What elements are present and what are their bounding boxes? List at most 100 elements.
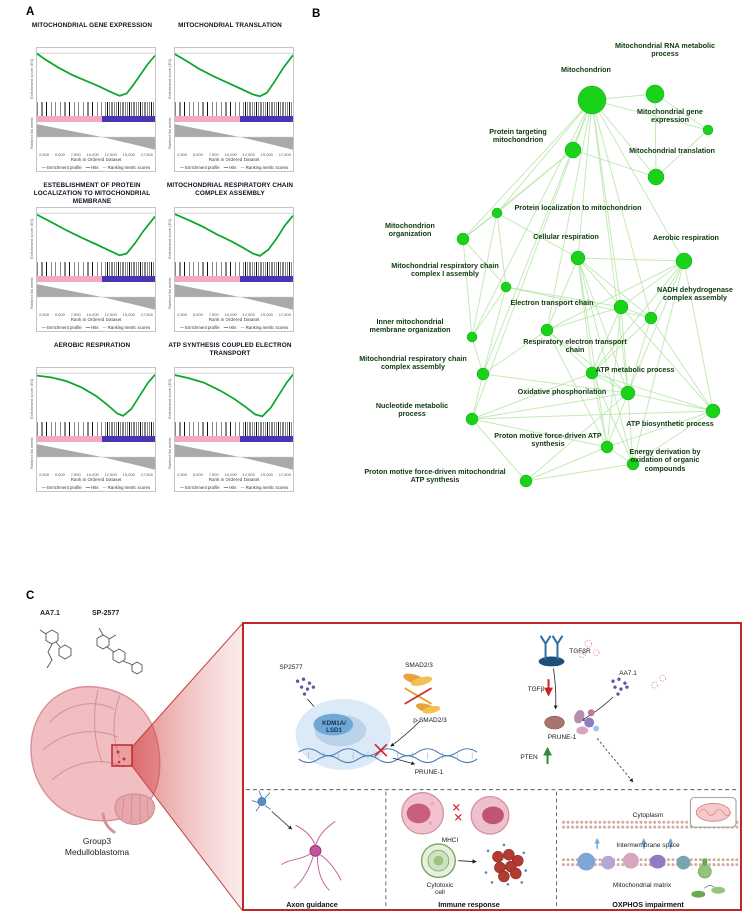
network-edge [471, 418, 608, 448]
network-edge [591, 260, 685, 374]
phenotype-band [37, 276, 155, 282]
network-edge [632, 260, 685, 465]
network-edge [577, 99, 593, 259]
dna-strand [298, 748, 478, 764]
legend-enrichment-profile: Enrichment profile [42, 325, 82, 330]
x-tick-label: 2,500 [39, 472, 50, 477]
x-tick-label: 5,000 [54, 312, 65, 317]
network-edge [471, 336, 484, 375]
y-axis-label-es: Enrichment score (ES) [29, 378, 34, 419]
x-tick-label: 5,000 [54, 472, 65, 477]
gsea-legend: Enrichment profile Hits Ranking metric s… [175, 323, 293, 331]
x-tick-label: 10,000 [224, 312, 237, 317]
hits-barcode [37, 422, 155, 436]
network-edge [591, 99, 685, 262]
network-label-mrc1: Mitochondrial respiratory chain complex … [391, 261, 499, 279]
network-label-eder: Energy derivation by oxidation of organi… [629, 447, 701, 473]
network-edge [546, 329, 593, 374]
network-edge [591, 306, 622, 374]
network-node-ptm [564, 141, 582, 159]
network-edge [471, 410, 714, 420]
enrichment-curve [37, 52, 155, 97]
network-edge [471, 99, 593, 338]
gsea-plot: MITOCHONDRIAL RESPIRATORY CHAIN COMPLEX … [166, 182, 294, 332]
y-axis-label-metric: Ranked list metric [29, 437, 34, 469]
network-node-mrc1 [500, 281, 512, 293]
y-axis-label-es: Enrichment score (ES) [167, 58, 172, 99]
aa71-label: AA7.1 [619, 670, 637, 677]
positive-phenotype-band [175, 276, 240, 282]
y-axis-label-metric: Ranked list metric [29, 277, 34, 309]
network-node-oxp [620, 385, 636, 401]
gsea-plot: MITOCHONDRIAL GENE EXPRESSION Enrichment… [28, 22, 156, 172]
network-edge [471, 373, 484, 420]
x-tick-label: 12,500 [242, 152, 255, 157]
ranked-metric-area [175, 444, 293, 470]
network-edge [496, 99, 593, 214]
compound-aa71-label: AA7.1 [40, 610, 60, 617]
network-edge [591, 99, 657, 178]
prune1-label: PRUNE-1 [547, 734, 577, 741]
network-edge [482, 329, 548, 375]
positive-phenotype-band [37, 436, 102, 442]
tumor-inset-square [111, 744, 133, 767]
network-edge [683, 260, 714, 412]
network-edge [591, 372, 634, 465]
cytotoxic-cell-label: Cytotoxic cell [426, 882, 454, 897]
section-dividers [245, 789, 739, 908]
network-node-aresp [675, 252, 693, 270]
phenotype-band [175, 276, 293, 282]
legend-enrichment-profile: Enrichment profile [180, 165, 220, 170]
panel-c-label: C [26, 590, 35, 602]
network-node-plm [491, 207, 503, 219]
network-edge [606, 410, 714, 448]
gsea-title: ATP SYNTHESIS COUPLED ELECTRON TRANSPORT [168, 342, 292, 357]
x-tick-label: 7,500 [70, 312, 81, 317]
network-label-plm: Protein localization to mitochondrion [514, 203, 642, 212]
x-axis-label: Rank in Ordered Dataset [208, 477, 260, 482]
network-edge [471, 372, 593, 420]
x-axis-label: Rank in Ordered Dataset [208, 157, 260, 162]
network-edge [606, 306, 622, 448]
phenotype-band [175, 116, 293, 122]
network-edge [627, 260, 685, 394]
smad-complex [403, 673, 433, 686]
legend-enrichment-profile: Enrichment profile [180, 325, 220, 330]
network-node-cresp [570, 250, 586, 266]
network-node-mrca [476, 367, 490, 381]
network-label-atpm: ATP metabolic process [595, 365, 675, 374]
p-smad23-label: p-SMAD2/3 [413, 717, 447, 724]
sp2577-label: SP2577 [279, 664, 303, 671]
network-node-etc [613, 299, 629, 315]
network-edge [462, 212, 498, 240]
network-edge [577, 257, 622, 308]
tgfbr-label: TGFβR [569, 648, 591, 655]
network-label-cresp: Cellular respiration [533, 232, 599, 241]
x-tick-label: 10,000 [86, 312, 99, 317]
sp2577-structure [96, 627, 143, 675]
legend-ranking-metric: Ranking metric scores [102, 165, 151, 170]
enrichment-curve [175, 372, 293, 418]
smad-block-x [404, 687, 432, 705]
network-label-nadh: NADH dehydrogenase complex assembly [657, 285, 733, 303]
x-tick-label: 2,500 [39, 152, 50, 157]
panel-c: AA7.1 SP-2577 Group3 Medulloblastoma [0, 590, 750, 922]
network-node-retc [540, 323, 554, 337]
network-node-eder [626, 457, 640, 471]
x-tick-label: 2,500 [177, 472, 188, 477]
x-tick-label: 17,500 [278, 152, 291, 157]
dna-to-prune1-arrow [392, 757, 416, 766]
x-tick-label: 10,000 [86, 152, 99, 157]
mechanism-box: SP2577 KDM1A/ LSD1 PRUNE-1 SMAD2/3 p-SMA… [242, 622, 742, 911]
network-edge [591, 372, 714, 412]
immune-response-illustration [401, 792, 528, 886]
network-edge [482, 373, 629, 394]
network-edge [546, 329, 608, 448]
network-edge [462, 238, 473, 338]
